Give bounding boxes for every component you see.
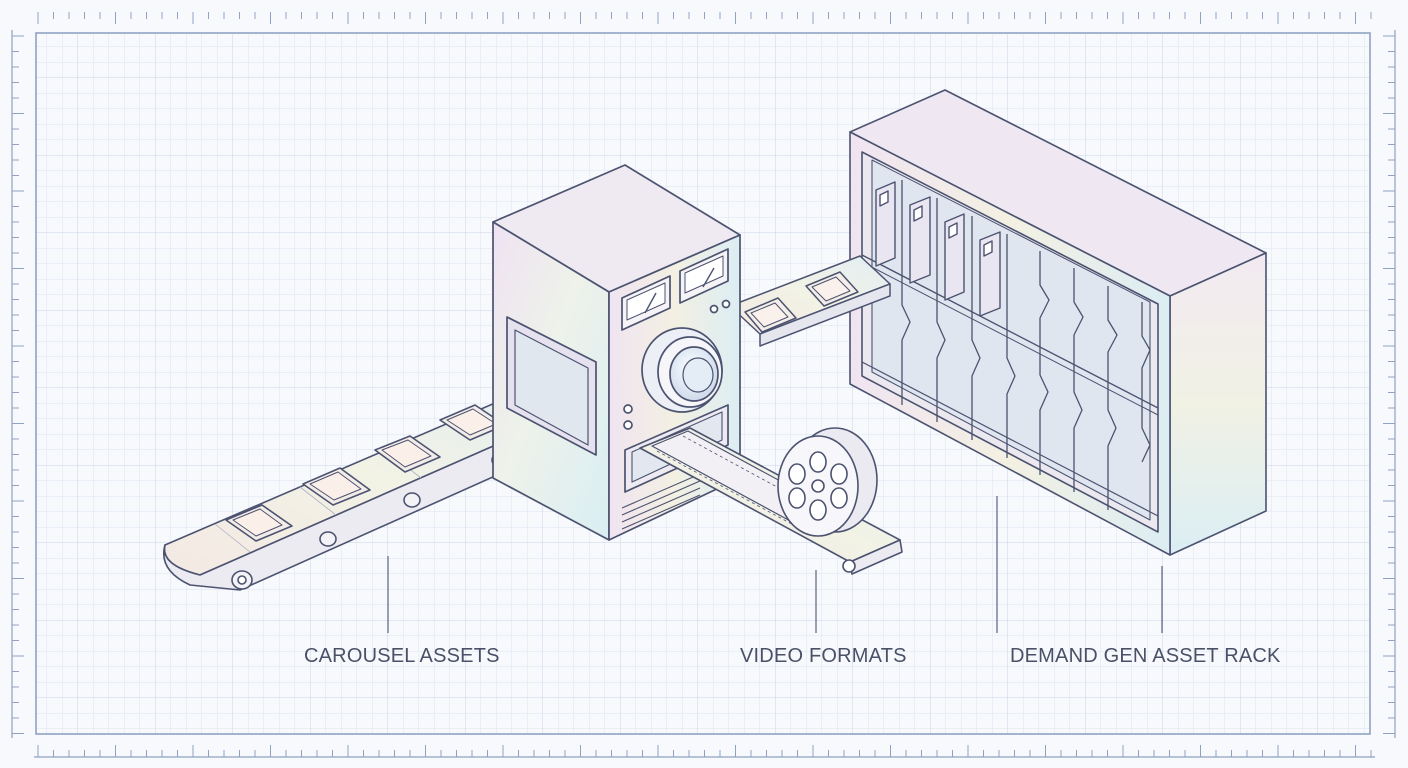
label-demand-gen-asset-rack: DEMAND GEN ASSET RACK (1010, 645, 1281, 667)
asset-rack (849, 89, 1267, 556)
processing-machine (492, 164, 741, 541)
label-carousel-assets: CAROUSEL ASSETS (304, 645, 500, 667)
gauge-right (679, 248, 729, 304)
label-video-formats: VIDEO FORMATS (740, 645, 907, 667)
gauge-left (621, 275, 671, 331)
camera-lens (641, 327, 723, 413)
leader-lines (387, 496, 1163, 633)
ruler-ticks (12, 12, 1395, 757)
film-reel (777, 427, 878, 537)
upper-conveyor (729, 255, 891, 347)
